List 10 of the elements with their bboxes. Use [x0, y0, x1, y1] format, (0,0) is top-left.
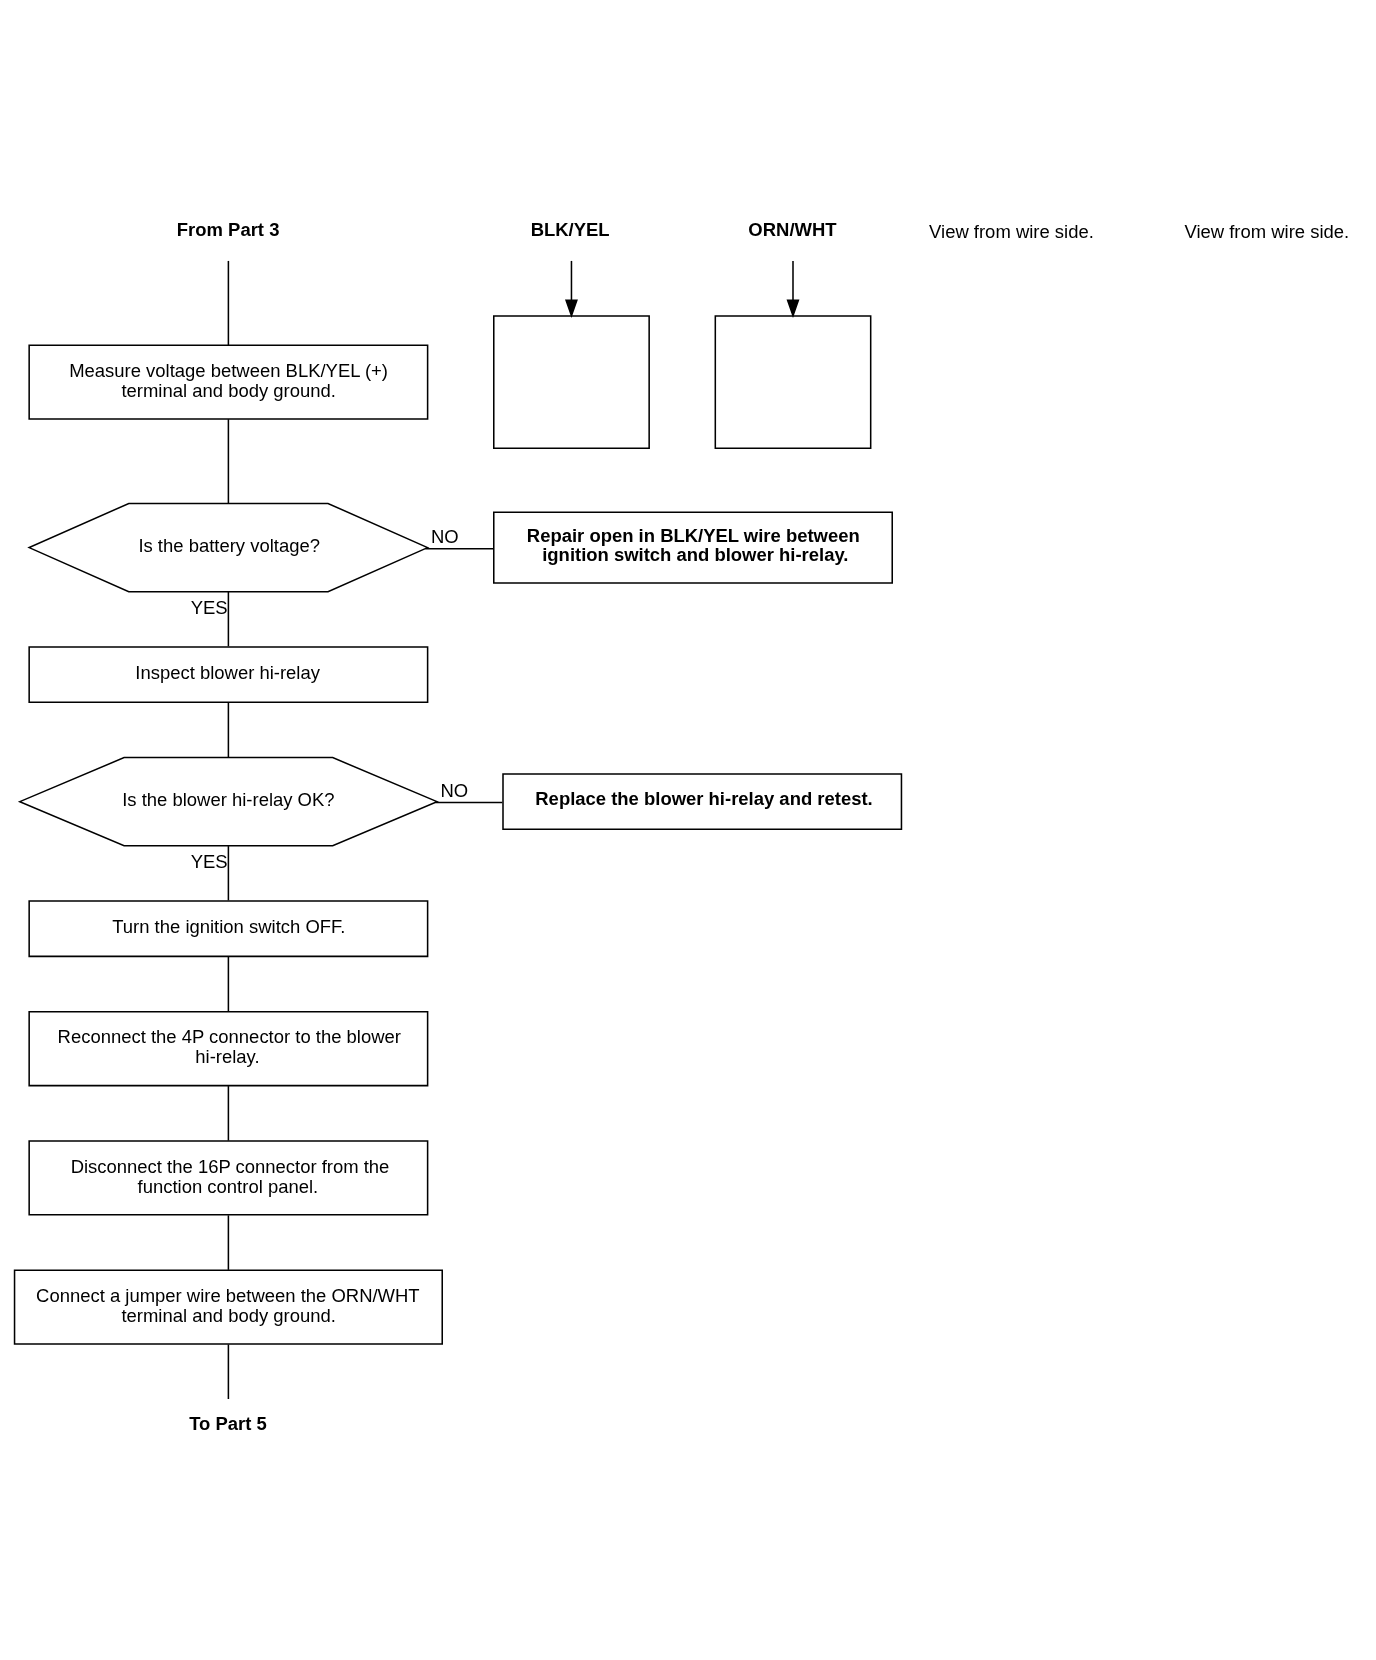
node-text: ORN/WHT: [748, 219, 837, 241]
edge-label: YES: [190, 851, 228, 873]
edge-label: YES: [190, 596, 228, 618]
node-text: From Part 3: [176, 219, 280, 241]
node-text: BLK/YEL: [530, 219, 610, 241]
label: View from wire side.: [1184, 220, 1350, 242]
edge-label: NO: [430, 526, 459, 548]
label: View from wire side.: [929, 220, 1094, 242]
node-text: To Part 5: [189, 1413, 267, 1435]
edge-label: NO: [440, 780, 469, 802]
